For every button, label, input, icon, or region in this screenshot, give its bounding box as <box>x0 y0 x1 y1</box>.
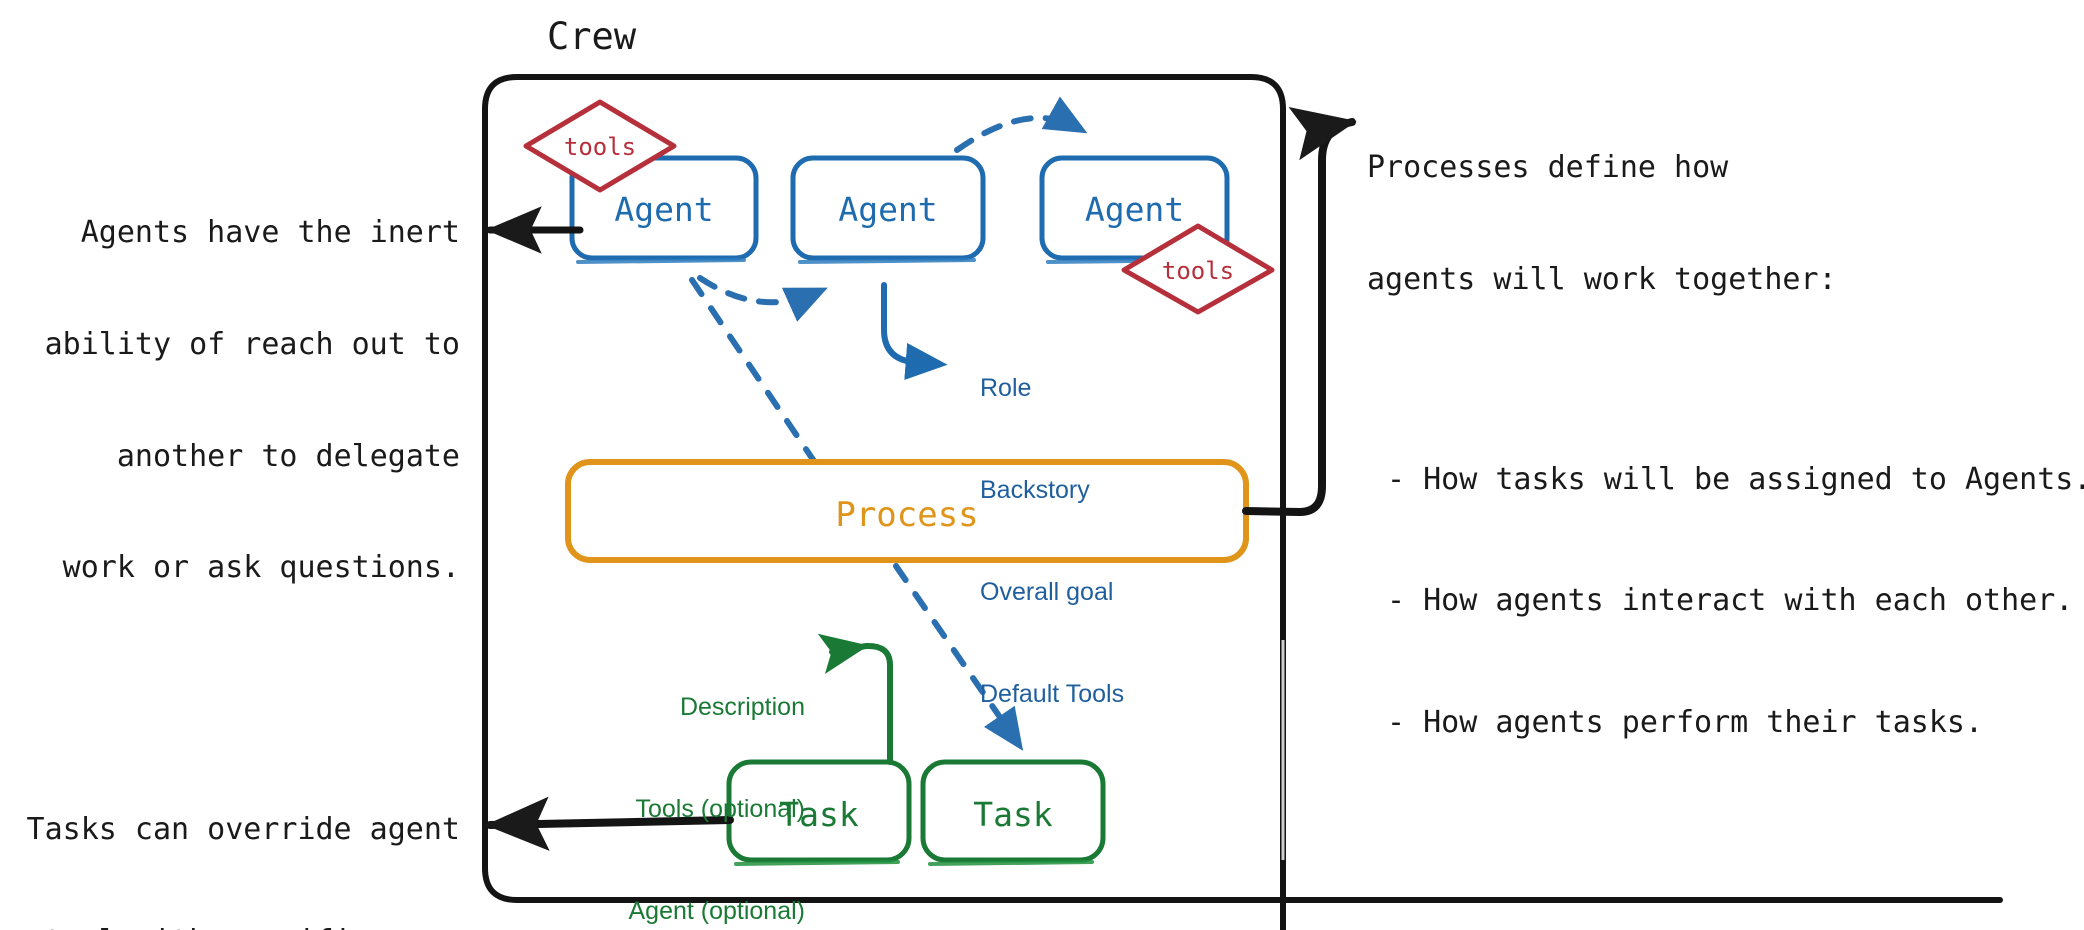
agent-attribute-backstory: Backstory <box>980 476 1090 504</box>
process-label: Process <box>835 495 979 535</box>
task-label-1: Task <box>779 795 859 834</box>
annotation-tasks-line-2: tool with specific ones <box>0 923 460 930</box>
agent-attributes-list: Role Backstory Overall goal Default Tool… <box>980 303 1124 779</box>
annotation-agents-line-4: work or ask questions. <box>62 550 460 586</box>
agent-attribute-default-tools: Default Tools <box>980 680 1125 708</box>
page-title: Crew <box>547 15 637 58</box>
tools-label-2: tools <box>1161 257 1235 285</box>
annotation-tasks-note: Tasks can override agent tool with speci… <box>0 737 460 930</box>
delegation-arrow-mid <box>697 275 828 322</box>
task-box-2[interactable] <box>920 759 1106 866</box>
delegation-arrow-top <box>954 96 1088 153</box>
annotation-agents-line-2: ability of reach out to <box>44 326 460 362</box>
agent-label-3: Agent <box>1084 190 1185 229</box>
agent-to-process-dashed <box>689 277 823 473</box>
tools-diamond-2[interactable] <box>1121 223 1275 315</box>
agent-label-1: Agent <box>614 190 714 229</box>
annotation-process-bullet-1: - How tasks will be assigned to Agents. <box>1387 461 2084 497</box>
agent-box-3[interactable] <box>1039 155 1230 264</box>
agent-attribute-role: Role <box>980 374 1032 402</box>
agent-label-2: Agent <box>838 190 938 229</box>
annotation-process-bullet-3: - How agents perform their tasks. <box>1387 705 1984 740</box>
connector-tasks-note <box>485 796 734 851</box>
task-attributes-list: Description Tools (optional) Agent (opti… <box>560 622 805 930</box>
task-label-2: Task <box>973 795 1053 834</box>
annotation-process-bullet-2: - How agents interact with each other. <box>1387 583 2074 619</box>
agent-box-2[interactable] <box>790 155 986 264</box>
annotation-tasks-line-1: Tasks can override agent <box>26 812 460 848</box>
tools-label-1: tools <box>563 133 637 161</box>
agent-attribute-overall-goal: Overall goal <box>980 578 1114 606</box>
task-attributes-pointer <box>817 633 893 765</box>
annotation-process-bullets: - How tasks will be assigned to Agents. … <box>1367 387 2084 816</box>
task-attribute-description: Description <box>679 693 805 721</box>
task-attribute-tools: Tools (optional) <box>635 795 805 823</box>
task-box-1[interactable] <box>726 759 912 866</box>
process-to-task-dashed <box>893 563 1024 751</box>
crew-container-outline <box>482 74 2003 930</box>
annotation-process-heading-2: agents will work together: <box>1367 261 1837 297</box>
tools-diamond-1[interactable] <box>523 99 677 193</box>
annotation-agents-line-3: another to delegate <box>116 438 460 474</box>
annotation-process-note: Processes define how agents will work to… <box>1367 75 2084 890</box>
connector-process-note <box>1242 106 1357 517</box>
agent-attributes-pointer <box>881 282 948 381</box>
task-attribute-agent: Agent (optional) <box>628 897 805 925</box>
annotation-agents-note: Agents have the inert ability of reach o… <box>10 140 460 661</box>
agent-box-1[interactable] <box>569 155 759 264</box>
annotation-agents-line-1: Agents have the inert <box>80 215 460 251</box>
annotation-process-heading-1: Processes define how <box>1367 150 1729 186</box>
